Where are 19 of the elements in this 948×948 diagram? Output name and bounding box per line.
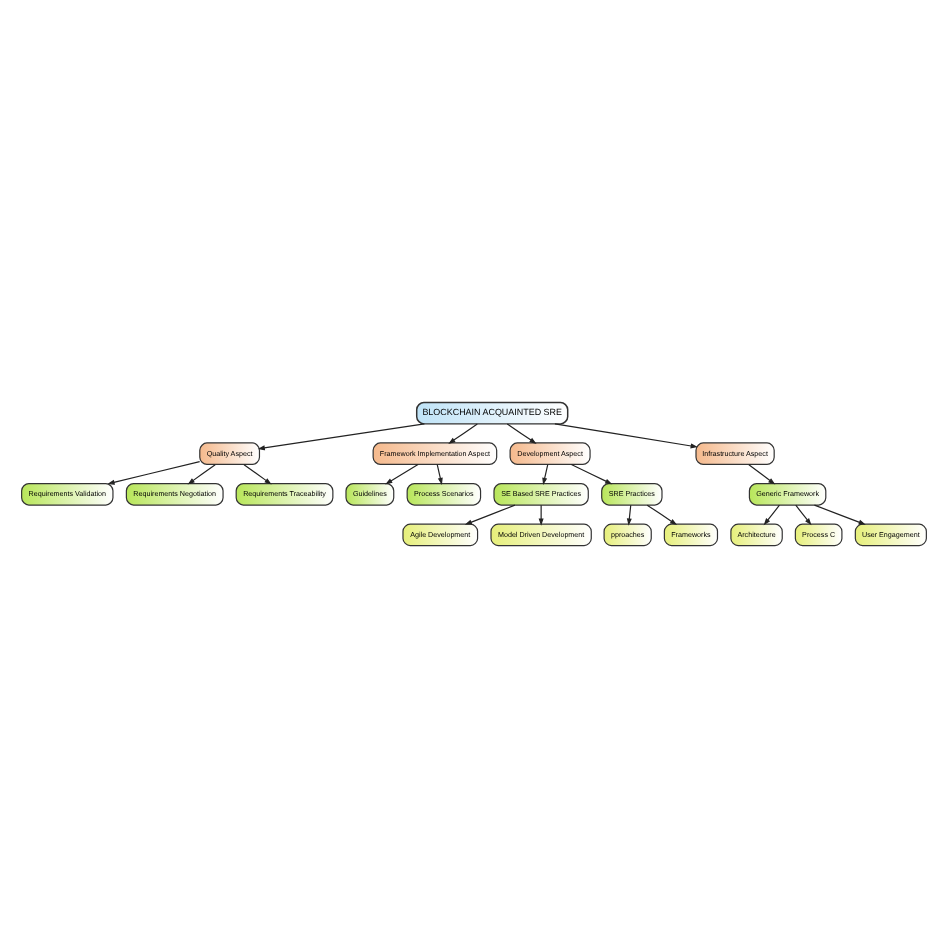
arrow — [554, 423, 698, 449]
arrow — [187, 464, 216, 485]
arrow — [385, 463, 419, 485]
arrow — [506, 423, 537, 444]
arrow — [464, 504, 516, 525]
arrow — [763, 504, 781, 526]
arrow — [257, 423, 425, 451]
arrow — [436, 464, 443, 486]
arrow — [813, 504, 866, 525]
arrow — [542, 464, 549, 486]
arrow — [626, 504, 632, 526]
arrow — [538, 504, 544, 526]
arrow — [646, 504, 678, 526]
arrow — [243, 464, 272, 485]
arrow — [748, 464, 776, 485]
arrow — [448, 423, 478, 444]
arrow — [795, 504, 812, 526]
arrow — [107, 461, 201, 485]
arrow — [570, 463, 613, 485]
